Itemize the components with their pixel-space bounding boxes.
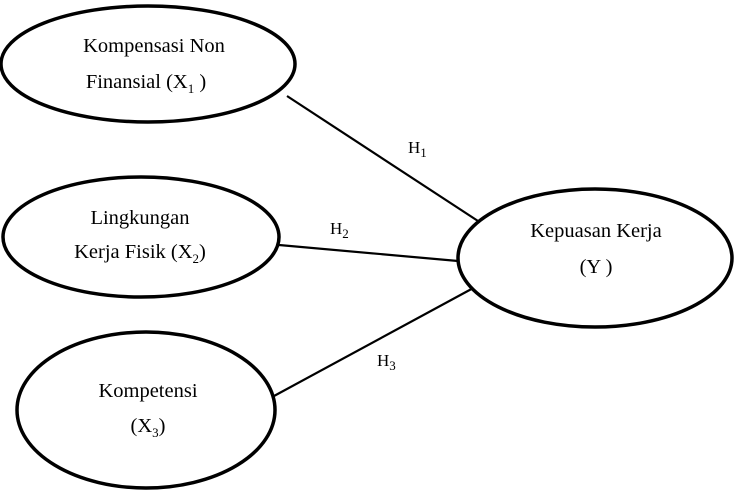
node-x3-line1: Kompetensi (98, 380, 197, 402)
node-x3-ellipse (15, 330, 277, 490)
edge-h3-line (273, 285, 478, 397)
node-x1-ellipse (0, 4, 297, 124)
edge-h2-line (278, 243, 459, 263)
node-x2-line1: Lingkungan (90, 207, 189, 229)
node-y-ellipse (456, 187, 734, 329)
edge-h2-label: H2 (330, 219, 349, 241)
edge-h3-label: H3 (377, 351, 396, 373)
node-x3-line2: (X3) (131, 415, 166, 440)
node-x2-ellipse (1, 175, 281, 299)
edge-h1-label: H1 (408, 138, 427, 160)
node-y-line1: Kepuasan Kerja (530, 220, 661, 242)
node-y-line2: (Y ) (580, 256, 613, 278)
node-x1-line2: Finansial (X1 ) (86, 71, 206, 96)
edge-h1-line (286, 95, 479, 222)
node-x2-line2: Kerja Fisik (X2) (74, 241, 206, 266)
node-x1-line1: Kompensasi Non (83, 35, 225, 57)
